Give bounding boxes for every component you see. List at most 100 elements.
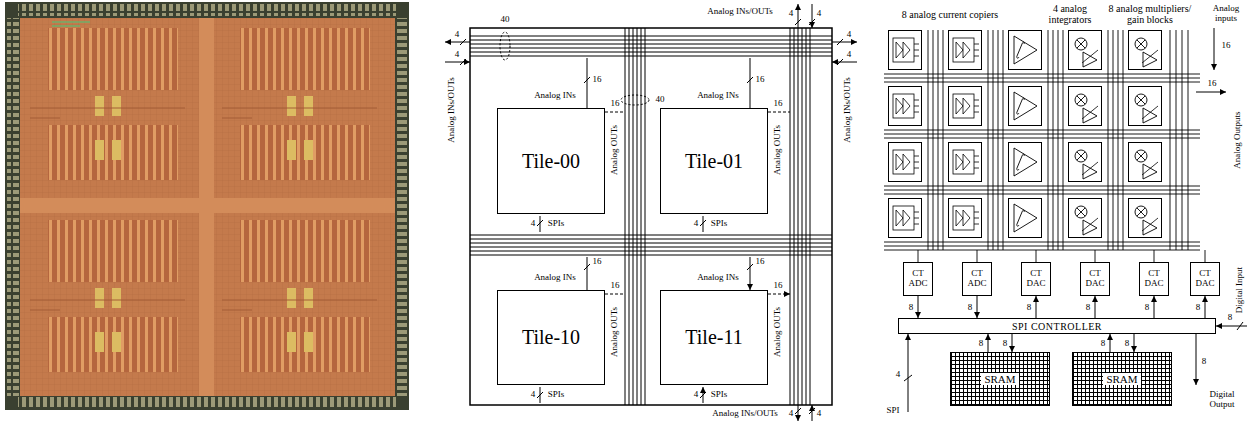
signal-label: 16 (774, 281, 783, 291)
signal-label: 4 (455, 30, 460, 40)
multiplier (1129, 31, 1162, 70)
controller-box: SPI CONTROLLER (898, 318, 1216, 334)
die-quadrant (222, 220, 377, 372)
signal-label: 4 (847, 30, 852, 40)
bus-width-label: 8 (1100, 339, 1107, 348)
converter-box: CT DAC (1021, 262, 1051, 296)
signal-label: 16 (756, 75, 765, 85)
signal-label: Analog INs/OUTs (447, 77, 457, 143)
bus-tick (904, 375, 912, 381)
multiplier (1069, 143, 1102, 182)
bus-width-label: 8 (1026, 303, 1033, 312)
signal-label: 16 (593, 75, 602, 85)
signal-label: 16 (1208, 79, 1217, 89)
die-bus-band (199, 18, 214, 396)
bus-lines (884, 74, 1200, 250)
current-copier (949, 143, 982, 182)
signal-label: Analog INs (697, 91, 739, 101)
sram-block: SRAM (950, 352, 1050, 406)
bus-tick (795, 408, 815, 414)
bus-tick (795, 19, 815, 25)
bus-width-label: 8 (978, 339, 985, 348)
converter-box: CT ADC (962, 262, 992, 296)
die-border (5, 2, 409, 410)
current-copier (949, 87, 982, 126)
signal-label: SPIs (548, 219, 565, 229)
bus-lines (470, 36, 832, 56)
tile-box: Tile-10 (497, 290, 605, 385)
data-bus-arrow (1134, 334, 1135, 352)
bus-width-label: 8 (1144, 303, 1151, 312)
io-arrow (1196, 92, 1226, 93)
signal-label: 4 (847, 50, 852, 60)
tile-box: Tile-01 (660, 108, 768, 214)
node-text: Tile-10 (522, 326, 580, 349)
bus-bracket (621, 95, 649, 105)
signal-label: 4 (531, 219, 536, 229)
signal-label: 8 (1228, 313, 1233, 323)
signal-label: 8 (1202, 357, 1207, 367)
block-grid (889, 31, 1162, 238)
multiplier (1069, 87, 1102, 126)
data-bus-arrow (1095, 296, 1096, 318)
current-copier (949, 31, 982, 70)
signal-label: 16 (774, 99, 783, 109)
chip-outline (470, 28, 832, 405)
io-arrow (1196, 334, 1197, 385)
signal-label: 16 (593, 257, 602, 267)
die-quadrant (222, 28, 377, 180)
data-bus-arrow (1110, 334, 1111, 352)
bus-width-label: 8 (1085, 303, 1092, 312)
signal-label: SPIs (711, 390, 728, 400)
pad-row (18, 396, 396, 408)
bus-tick (837, 39, 843, 65)
current-copier (889, 31, 922, 70)
die-marking (52, 22, 90, 26)
die-core (20, 18, 395, 396)
node-text: Tile-11 (685, 326, 742, 349)
signal-label: SPIs (711, 219, 728, 229)
io-arrow (798, 4, 799, 28)
signal-label: Analog OUTs (773, 125, 783, 175)
pad-row (18, 4, 396, 16)
signal-label: 40 (656, 95, 665, 105)
bus-width-label: 8 (1124, 339, 1131, 348)
integrator (1009, 199, 1042, 238)
bus-lines (625, 28, 645, 405)
signal-label: 4 (531, 390, 536, 400)
node-text: CT DAC (1140, 269, 1168, 289)
current-copier (889, 87, 922, 126)
io-arrow (812, 405, 813, 421)
signal-label: 40 (501, 15, 510, 25)
signal-label: 8 analog current copiers (894, 9, 1006, 20)
io-arrow (798, 405, 799, 421)
data-bus-arrow (1036, 296, 1037, 318)
die-photo (5, 2, 409, 410)
signal-label: 16 (611, 99, 620, 109)
io-arrow (1216, 326, 1247, 327)
bus-lines (918, 250, 1205, 262)
io-arrow (445, 42, 470, 43)
tile-box: Tile-11 (660, 290, 768, 385)
signal-label: Analog OUTs (610, 125, 620, 175)
bus-tick (1237, 322, 1243, 330)
current-copier (889, 199, 922, 238)
die-quadrant (30, 28, 185, 180)
bus-lines (790, 28, 810, 405)
tile-box: Tile-00 (497, 108, 605, 214)
signal-label: SPIs (548, 390, 565, 400)
bus-width-label: 8 (967, 303, 974, 312)
signal-label: 16 (756, 257, 765, 267)
data-bus-arrow (977, 296, 978, 318)
signal-label: Analog OUTs (773, 307, 783, 357)
bus-width-label: 8 (1002, 339, 1009, 348)
io-arrow (832, 42, 857, 43)
io-arrow (812, 4, 813, 28)
data-bus-arrow (1154, 296, 1155, 318)
io-arrow (832, 62, 857, 63)
bus-width-label: 8 (908, 303, 915, 312)
signal-label: 4 (694, 219, 699, 229)
node-text: SRAM (981, 373, 1018, 385)
